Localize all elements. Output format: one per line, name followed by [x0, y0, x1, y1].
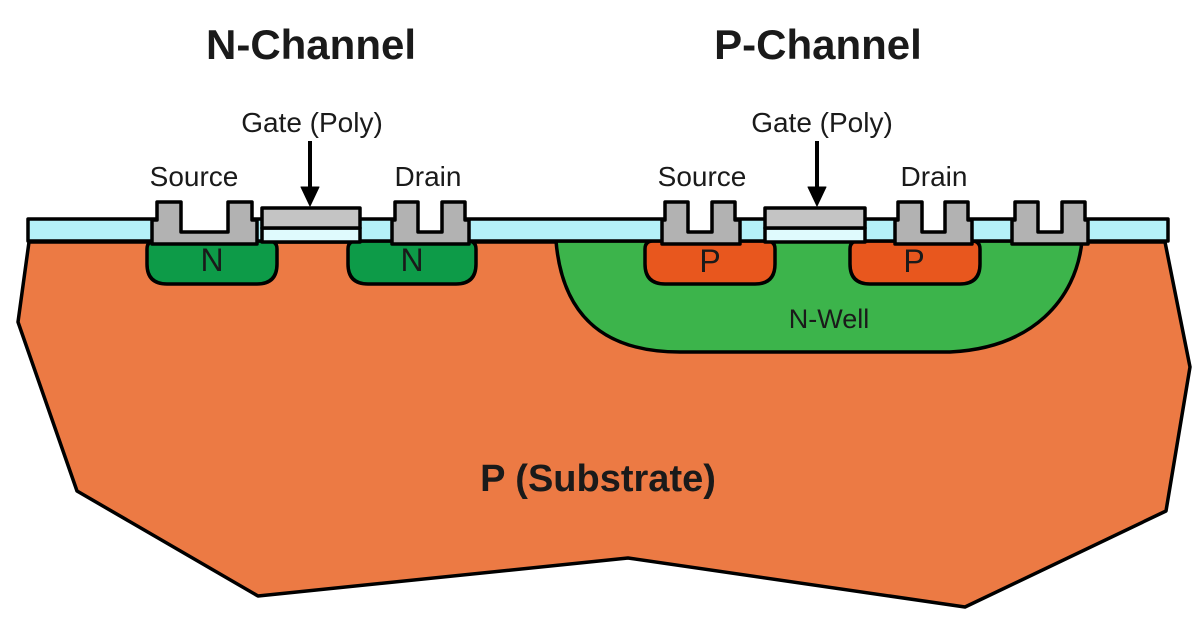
nchannel-drain-label: Drain	[395, 161, 462, 192]
contact-notch	[922, 201, 945, 232]
nchannel-gate-poly	[260, 206, 362, 230]
nchannel-source-contact	[150, 200, 259, 246]
contact-notch	[1038, 201, 1062, 232]
contact-notch	[688, 201, 712, 232]
n-plus-source-region	[145, 239, 279, 286]
substrate-label: P (Substrate)	[480, 458, 716, 500]
nchannel-gate-label: Gate (Poly)	[241, 107, 383, 138]
p-plus-source-region-label: P	[699, 243, 720, 279]
nchannel-source-label: Source	[150, 161, 239, 192]
pchannel-title: P-Channel	[714, 21, 922, 68]
diagram-shapes	[16, 141, 1192, 609]
p-plus-drain-region-label: P	[903, 243, 924, 279]
n-plus-source-region-label: N	[200, 242, 223, 278]
pchannel-source-contact	[660, 200, 742, 246]
nchannel-title: N-Channel	[206, 21, 416, 68]
n-well-region	[554, 239, 1084, 354]
diagram-labels: N-Channel P-Channel Gate (Poly) Gate (Po…	[150, 21, 968, 500]
p-plus-source-region	[643, 239, 777, 286]
p-plus-drain-region	[848, 239, 982, 286]
nchannel-gate-arrowhead-icon	[300, 186, 320, 207]
contact-notch	[418, 201, 442, 232]
pchannel-gate-oxide	[763, 226, 867, 244]
pchannel-gate-label: Gate (Poly)	[751, 107, 893, 138]
pchannel-drain-label: Drain	[901, 161, 968, 192]
n-plus-drain-region	[346, 239, 478, 286]
n-plus-drain-region-label: N	[400, 242, 423, 278]
contact-notch	[181, 201, 228, 232]
nwell-tap-contact	[1010, 200, 1090, 246]
pchannel-gate-poly	[763, 206, 867, 230]
pchannel-source-label: Source	[658, 161, 747, 192]
nchannel-gate-oxide	[260, 226, 362, 244]
pchannel-drain-contact	[893, 200, 974, 246]
pchannel-gate-arrowhead-icon	[807, 186, 827, 207]
nchannel-drain-contact	[390, 200, 471, 246]
n-well-label: N-Well	[789, 304, 870, 334]
